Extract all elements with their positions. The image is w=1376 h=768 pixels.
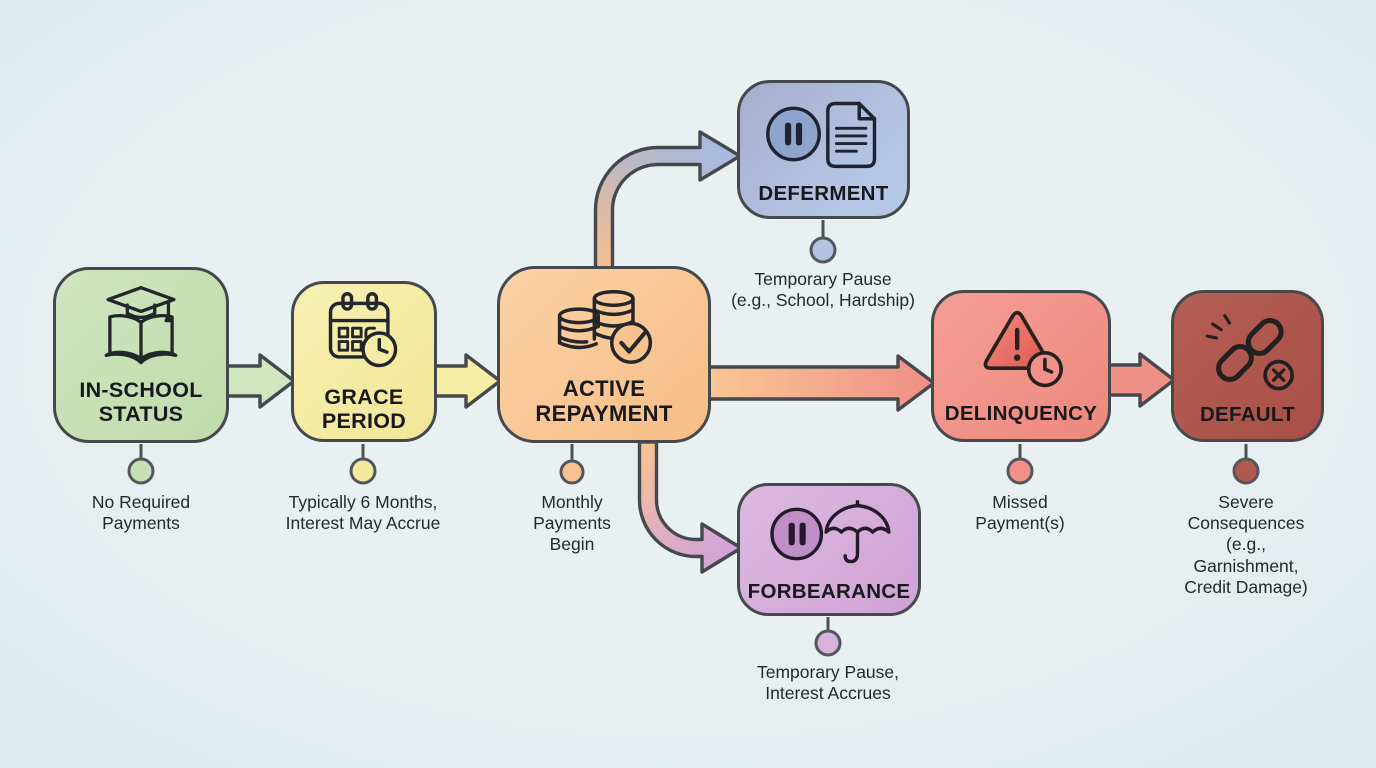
arrow-active-to-deferment bbox=[593, 130, 742, 274]
caption-default: Severe Consequences (e.g., Garnishment, … bbox=[1184, 492, 1308, 597]
arrow-active-to-forbearance bbox=[637, 440, 743, 574]
node-delinquency: DELINQUENCY bbox=[931, 290, 1111, 442]
connector-dot-deferment bbox=[809, 236, 837, 264]
coins-check-icon bbox=[557, 290, 653, 365]
arrow-in-school-to-grace bbox=[224, 353, 296, 409]
connector-dot-grace bbox=[349, 457, 377, 485]
connector-dot-in-school bbox=[127, 457, 155, 485]
caption-grace-period: Typically 6 Months, Interest May Accrue bbox=[285, 492, 441, 534]
node-title: DELINQUENCY bbox=[944, 402, 1098, 426]
node-deferment: DEFERMENT bbox=[737, 80, 910, 219]
connector-dot-default bbox=[1232, 457, 1260, 485]
caption-forbearance: Temporary Pause, Interest Accrues bbox=[756, 662, 900, 704]
node-title: DEFAULT bbox=[1199, 403, 1296, 427]
connector-dot-active bbox=[559, 459, 585, 485]
arrow-grace-to-active bbox=[431, 353, 502, 409]
pause-document-icon bbox=[765, 101, 876, 168]
warning-clock-icon bbox=[983, 311, 1063, 388]
caption-deferment: Temporary Pause (e.g., School, Hardship) bbox=[731, 269, 915, 311]
node-title: ACTIVE REPAYMENT bbox=[535, 376, 673, 426]
connector-dot-delinquency bbox=[1006, 457, 1034, 485]
connector-dot-forbearance bbox=[814, 629, 842, 657]
node-title: DEFERMENT bbox=[758, 181, 889, 205]
node-forbearance: FORBEARANCE bbox=[737, 483, 921, 616]
node-grace-period: GRACE PERIOD bbox=[291, 281, 437, 442]
caption-active-repayment: Monthly Payments Begin bbox=[533, 492, 611, 555]
pause-umbrella-icon bbox=[770, 499, 891, 563]
node-in-school-status: IN-SCHOOL STATUS bbox=[53, 267, 229, 443]
node-default: DEFAULT bbox=[1171, 290, 1324, 442]
node-title: GRACE PERIOD bbox=[321, 385, 407, 433]
node-title: FORBEARANCE bbox=[747, 579, 911, 603]
arrow-delinquency-to-default bbox=[1106, 352, 1176, 408]
caption-delinquency: Missed Payment(s) bbox=[975, 492, 1065, 534]
node-title: IN-SCHOOL STATUS bbox=[79, 377, 203, 426]
arrow-active-to-delinquency bbox=[706, 354, 936, 412]
caption-in-school-status: No Required Payments bbox=[91, 492, 191, 534]
broken-chain-icon bbox=[1205, 314, 1294, 391]
calendar-clock-icon bbox=[328, 292, 398, 368]
node-active-repayment: ACTIVE REPAYMENT bbox=[497, 266, 711, 443]
graduation-cap-book-icon bbox=[104, 285, 178, 365]
